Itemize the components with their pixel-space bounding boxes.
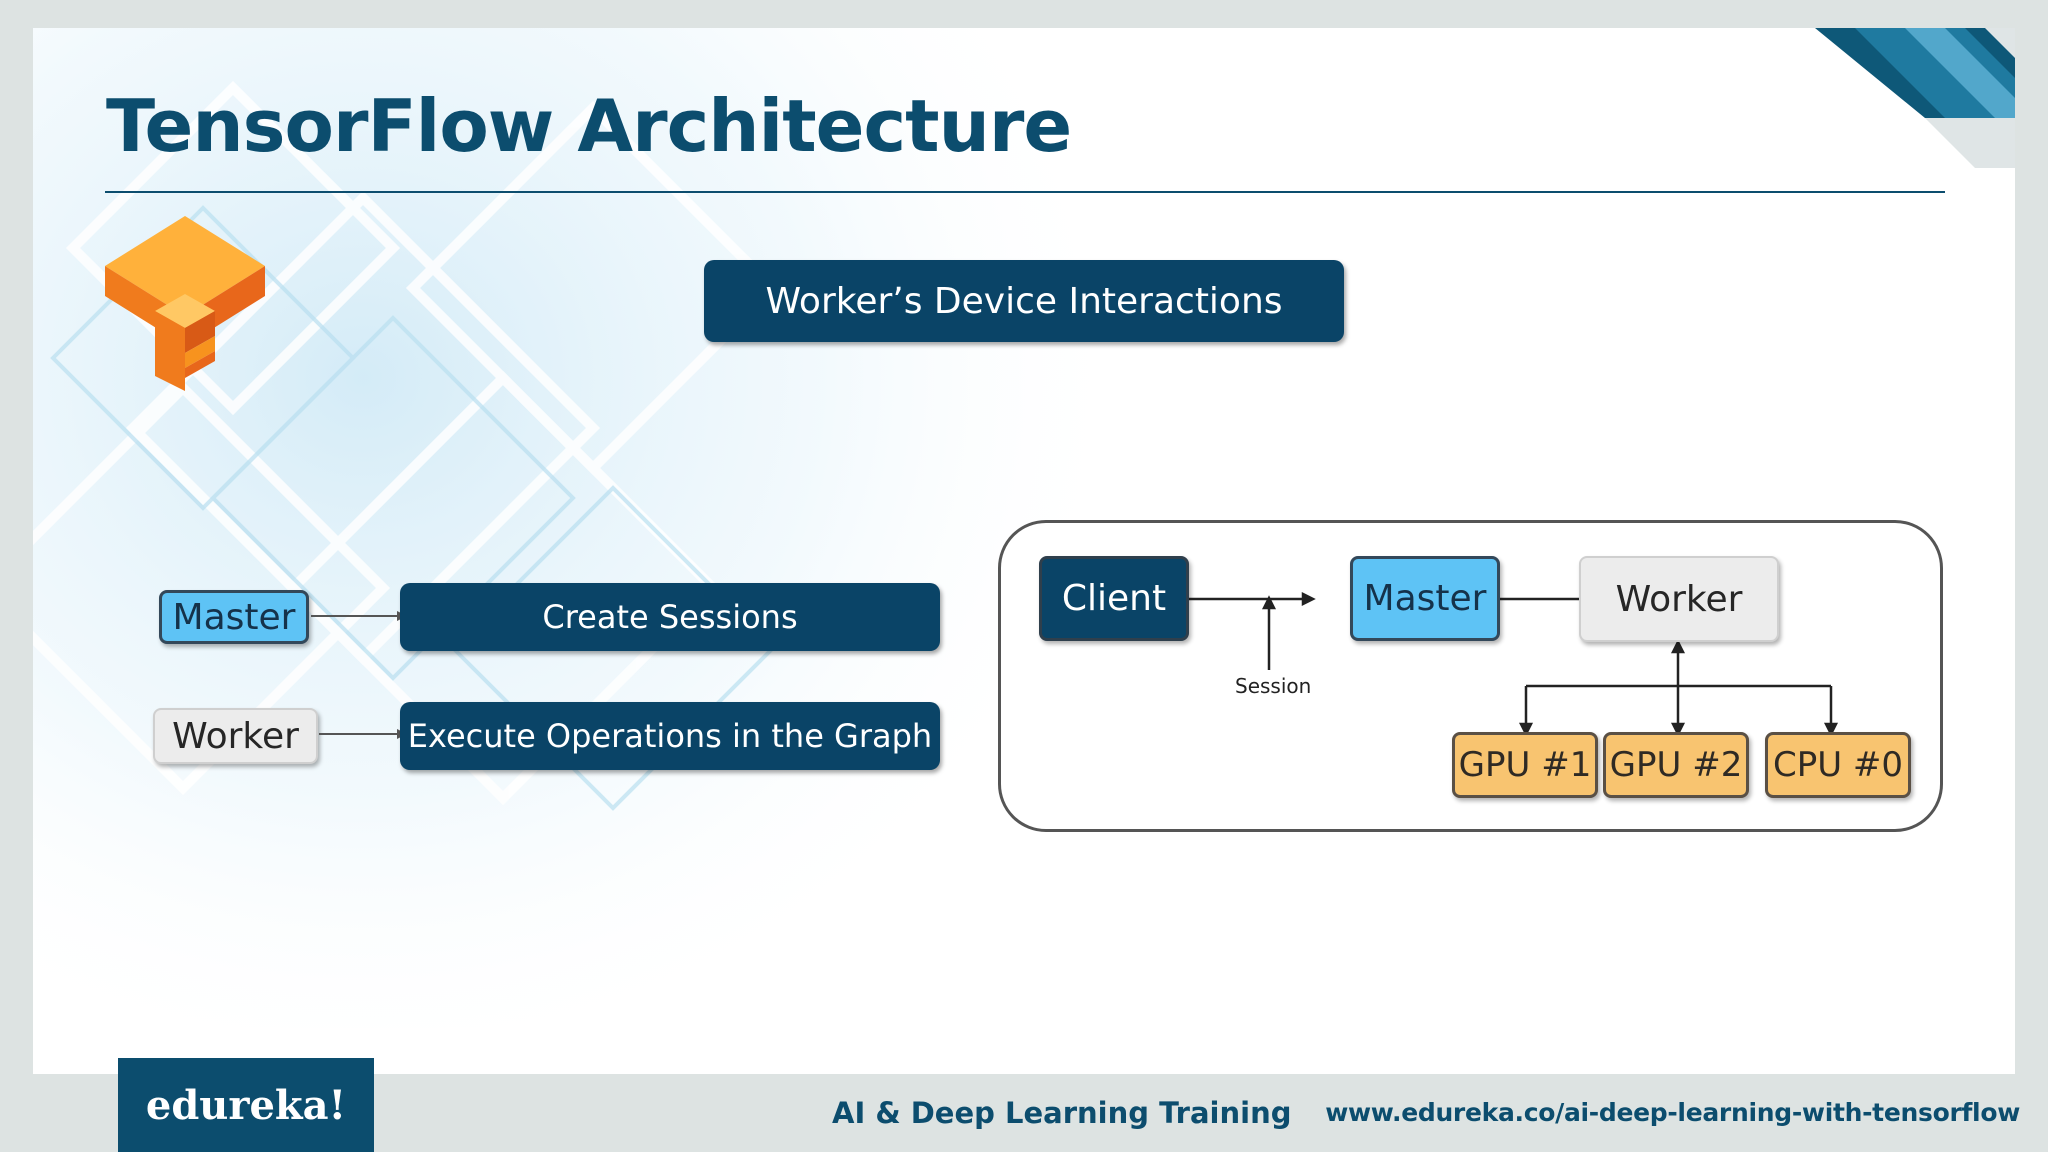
cpu-0-label: CPU #0 <box>1772 745 1904 785</box>
corner-decoration <box>1815 28 2015 168</box>
legend-master-label: Master <box>172 596 296 638</box>
title-divider <box>105 191 1945 193</box>
client-label: Client <box>1061 578 1167 619</box>
edureka-logo-text: edureka! <box>145 1081 347 1129</box>
client-box: Client <box>1039 556 1189 641</box>
session-label: Session <box>1235 674 1312 698</box>
legend-worker-label: Worker <box>172 715 299 757</box>
worker-device-interactions-button[interactable]: Worker’s Device Interactions <box>704 260 1344 342</box>
tensorflow-logo-icon <box>105 216 265 391</box>
legend-master-tag: Master <box>159 590 309 644</box>
execute-operations-box: Execute Operations in the Graph <box>400 702 940 770</box>
diagram-connectors <box>1189 591 1839 737</box>
gpu-1-box: GPU #1 <box>1452 732 1598 798</box>
worker-device-interactions-label: Worker’s Device Interactions <box>765 280 1283 322</box>
gpu-2-box: GPU #2 <box>1603 732 1749 798</box>
create-sessions-label: Create Sessions <box>542 598 798 636</box>
execute-operations-label: Execute Operations in the Graph <box>407 717 933 755</box>
cpu-0-box: CPU #0 <box>1765 732 1911 798</box>
master-box: Master <box>1350 556 1500 641</box>
worker-label: Worker <box>1615 578 1743 620</box>
master-label: Master <box>1363 578 1487 619</box>
gpu-1-label: GPU #1 <box>1458 745 1592 785</box>
edureka-logo[interactable]: edureka! <box>118 1058 374 1152</box>
slide: TensorFlow Architecture Worker’s Device … <box>33 28 2015 1074</box>
legend-worker-tag: Worker <box>153 708 318 764</box>
course-url-link[interactable]: www.edureka.co/ai-deep-learning-with-ten… <box>1325 1098 2020 1127</box>
slide-title: TensorFlow Architecture <box>106 84 1072 168</box>
course-title: AI & Deep Learning Training <box>832 1096 1292 1130</box>
worker-box: Worker <box>1579 556 1779 642</box>
gpu-2-label: GPU #2 <box>1609 745 1743 785</box>
create-sessions-box: Create Sessions <box>400 583 940 651</box>
background-pattern <box>33 28 1133 1028</box>
